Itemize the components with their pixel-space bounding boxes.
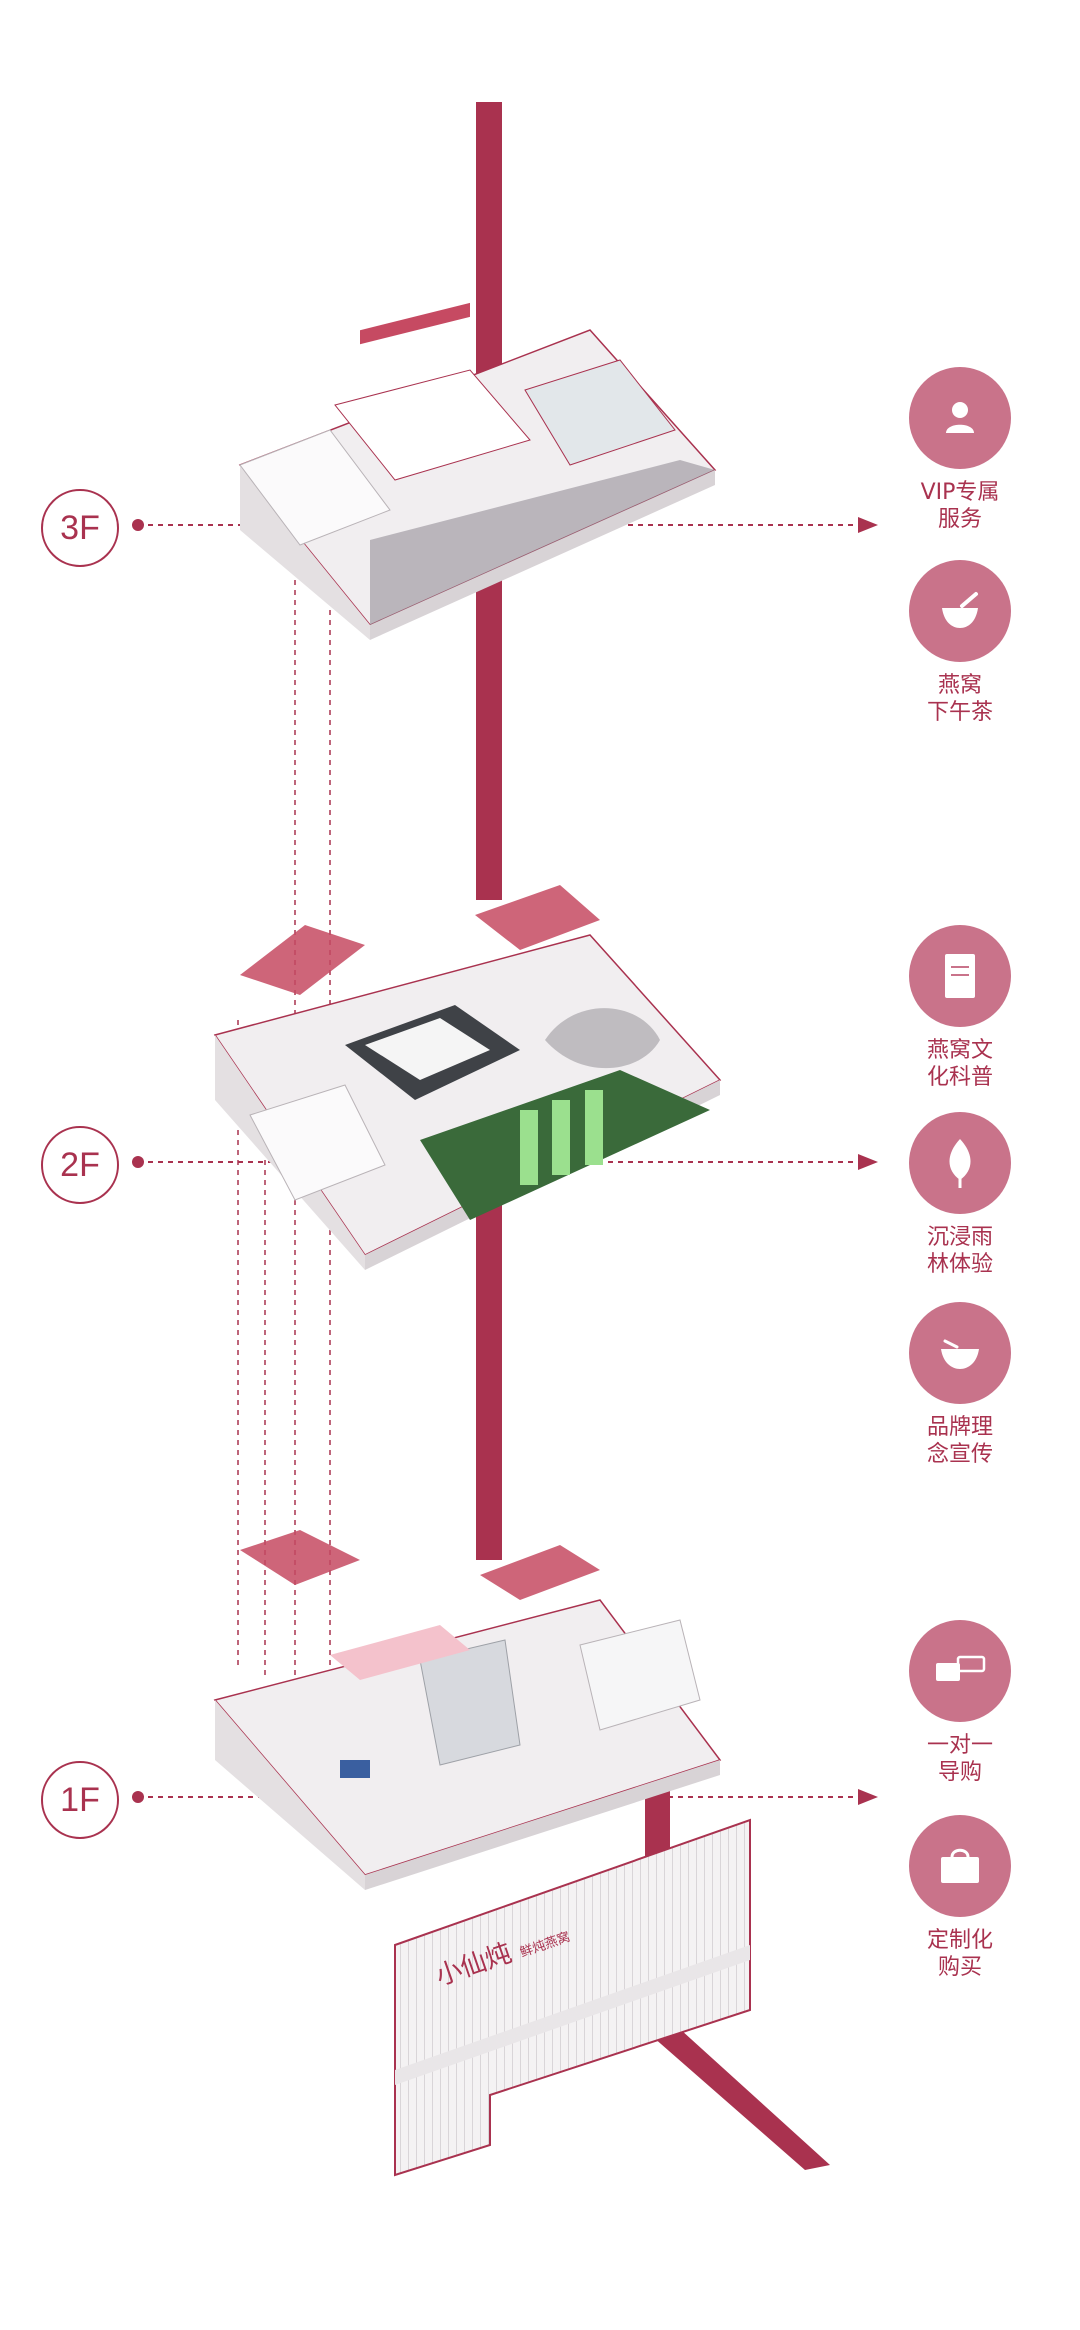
service-label: 沉浸雨林体验: [926, 1225, 993, 1277]
floor-2f-model: [213, 934, 722, 1270]
service-vip: VIP专属服务: [890, 367, 1030, 533]
chat-icon: [909, 1620, 1011, 1722]
bag-icon: [909, 1815, 1011, 1917]
service-label: 品牌理念宣传: [926, 1415, 993, 1467]
staircases: [240, 885, 600, 1600]
circulation-ribbon: [476, 102, 830, 2170]
floor-1f-model: [213, 1599, 722, 1890]
leaf-icon: [909, 1112, 1011, 1214]
service-label: 一对一导购: [926, 1733, 993, 1785]
user-icon: [909, 367, 1011, 469]
floor-label-1f: 1F: [41, 1761, 119, 1839]
service-label: 燕窝文化科普: [926, 1038, 993, 1090]
service-label: VIP专属服务: [920, 480, 1000, 532]
service-custom: 定制化购买: [890, 1815, 1030, 1981]
service-label: 燕窝下午茶: [926, 673, 993, 725]
floor-3f-model: [238, 302, 717, 640]
service-rainforest: 沉浸雨林体验: [890, 1112, 1030, 1278]
service-tea: 燕窝下午茶: [890, 560, 1030, 726]
floor-label-3f: 3F: [41, 489, 119, 567]
service-brand: 品牌理念宣传: [890, 1302, 1030, 1468]
document-icon: [909, 925, 1011, 1027]
floor-label-2f: 2F: [41, 1126, 119, 1204]
service-guide: 一对一导购: [890, 1620, 1030, 1786]
bowl-spoon-icon: [909, 560, 1011, 662]
service-label: 定制化购买: [926, 1928, 993, 1980]
bowl-icon: [909, 1302, 1011, 1404]
storefront-facade: [394, 1818, 751, 2177]
service-culture: 燕窝文化科普: [890, 925, 1030, 1091]
pointer-dots: [132, 517, 878, 1805]
